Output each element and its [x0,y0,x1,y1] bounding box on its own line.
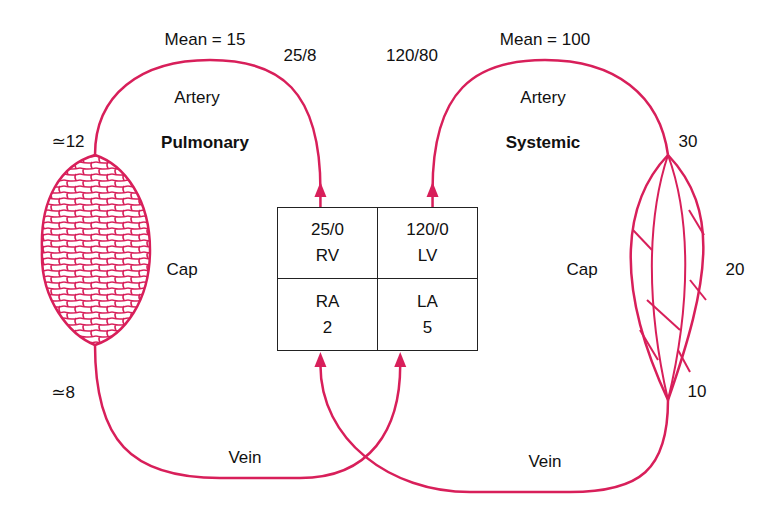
chamber-value: 5 [423,318,432,338]
heart-chamber: LA 5 [377,278,478,351]
circulation-loop [95,60,406,478]
pressure-label: Vein [226,448,263,468]
pulmonary-capillary-bed [42,155,150,345]
chamber-text: RA [316,292,340,312]
circuit-title: Systemic [504,133,583,153]
circuit-title: Pulmonary [159,133,251,153]
systemic-capillary-bed [631,155,706,400]
chamber-text: LA [417,292,438,312]
pressure-label: 20 [724,260,747,280]
pressure-label: Mean = 15 [163,30,248,50]
pressure-label: 120/80 [384,46,440,66]
heart-chamber: RA 2 [277,278,378,351]
heart-chamber: 25/0RV [277,207,378,279]
pressure-label: Cap [164,260,199,280]
chamber-value: LV [418,246,438,266]
chamber-text: 120/0 [406,220,449,240]
chamber-value: RV [316,246,339,266]
heart-chamber: 120/0LV [377,207,478,279]
vessel-line [95,60,400,478]
chamber-value: 2 [323,318,332,338]
chamber-text: 25/0 [311,220,344,240]
pressure-label: Cap [564,260,599,280]
pressure-label: ≃8 [49,383,77,403]
pressure-label: Mean = 100 [498,30,592,50]
arrow-head [394,352,406,367]
pressure-label: Vein [526,452,563,472]
pressure-label: 25/8 [281,46,318,66]
arrow-head [314,352,326,367]
arrow-head [314,182,326,197]
pressure-label: 30 [677,132,700,152]
pressure-label: Artery [518,88,567,108]
arrow-head [427,182,439,197]
pressure-label: Artery [172,88,221,108]
pressure-label: ≃12 [49,132,86,152]
pressure-label: 10 [686,382,709,402]
